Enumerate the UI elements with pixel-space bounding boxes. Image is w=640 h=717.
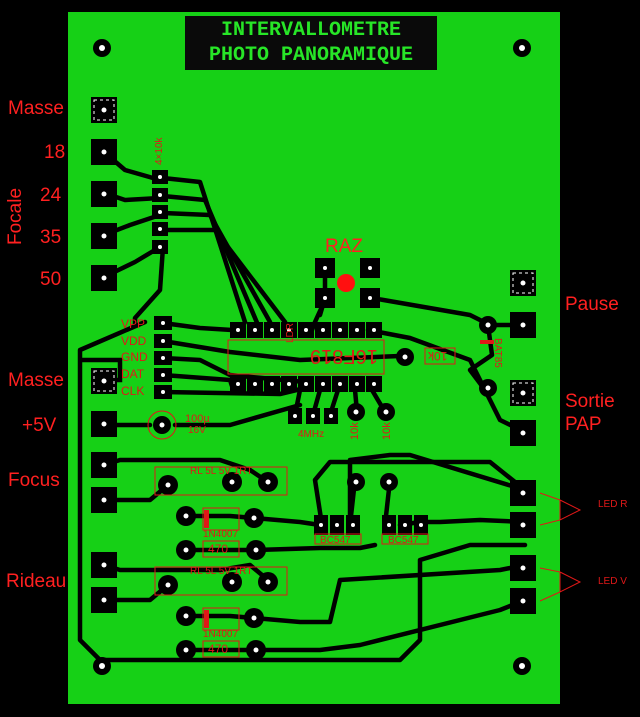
isp-vpp-label: VPP xyxy=(121,317,146,331)
bat85-band xyxy=(480,340,494,344)
pic-label: 16F819 xyxy=(310,345,378,367)
label-pap: PAP xyxy=(565,414,602,435)
drill-holes xyxy=(99,45,526,669)
label-focale-50: 50 xyxy=(40,269,62,290)
tr1-label: BC547 xyxy=(320,535,351,546)
cap-voltage-label: 16V xyxy=(188,425,206,436)
title-block: INTERVALLOMETRE PHOTO PANORAMIQUE xyxy=(185,16,437,70)
label-masse-top: Masse xyxy=(8,98,64,119)
label-sortie: Sortie xyxy=(565,391,615,412)
label-focus: Focus xyxy=(8,470,60,491)
r470-1-label: 470 xyxy=(208,542,229,556)
label-focale-24: 24 xyxy=(40,185,62,206)
label-masse-mid: Masse xyxy=(8,370,64,391)
r10k-c-label: 10k xyxy=(381,422,393,440)
label-focale-35: 35 xyxy=(40,227,62,248)
r470-2-label: 470 xyxy=(208,642,229,656)
gnd-pad-outlines xyxy=(93,99,534,404)
isp-vdd-label: VDD xyxy=(121,334,147,348)
bat85-label: BAT85 xyxy=(492,338,503,368)
relay2-label: RL 5L 5V 1RT xyxy=(190,566,253,577)
label-focale-18: 18 xyxy=(44,142,66,163)
isp-gnd-label: GND xyxy=(121,350,148,364)
label-focale: Focale xyxy=(5,187,26,245)
diode1-band xyxy=(204,510,209,528)
led-v-label: LED V xyxy=(598,576,627,587)
label-raz: RAZ xyxy=(325,236,363,257)
raz-button-cap xyxy=(337,274,355,292)
ldr-label: LDR xyxy=(285,322,296,343)
isp-clk-label: CLK xyxy=(121,384,145,398)
led-r-label: LED R xyxy=(598,499,628,510)
cap-label: 100µ xyxy=(185,413,210,425)
relay1-label: RL 5L 5V 1RT xyxy=(190,466,253,477)
resnet-label: 4×10k xyxy=(154,137,165,165)
title-line-1: INTERVALLOMETRE xyxy=(220,19,402,42)
label-plus-5v: +5V xyxy=(22,415,57,436)
r10k-a-label: 10k xyxy=(428,349,448,363)
crystal-label: 4MHz xyxy=(298,429,325,440)
tr2-label: BC547 xyxy=(388,535,419,546)
isp-dat-label: DAT xyxy=(121,367,145,381)
title-line-2: PHOTO PANORAMIQUE xyxy=(208,44,414,67)
label-pause: Pause xyxy=(565,294,619,315)
silkscreen xyxy=(147,339,582,658)
diode1-label: 1N4007 xyxy=(203,529,239,540)
r10k-b-label: 10k xyxy=(349,422,361,440)
diode2-label: 1N4007 xyxy=(203,629,239,640)
label-rideau: Rideau xyxy=(6,571,67,592)
diode2-band xyxy=(204,610,209,628)
